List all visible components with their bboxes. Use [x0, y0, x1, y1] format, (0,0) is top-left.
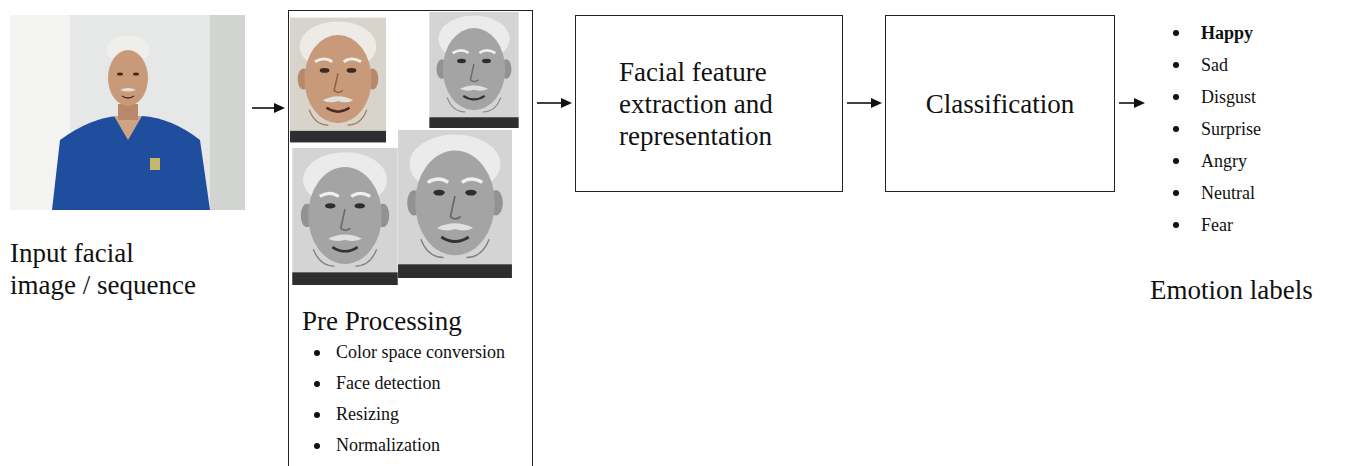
- bullet-dot: [1173, 222, 1179, 228]
- list-caption: Emotion labels: [1148, 274, 1338, 306]
- arrow-head: [561, 98, 572, 108]
- bullet-item: Happy: [1148, 17, 1338, 49]
- box-text-group: Facial feature extraction and representa…: [619, 56, 799, 152]
- bullet-dot: [1173, 62, 1179, 68]
- preprocessing-panel: Pre ProcessingColor space conversionFace…: [288, 10, 533, 466]
- bullet-text: Color space conversion: [336, 337, 505, 368]
- face-grey: [398, 130, 512, 278]
- bullet-text: Surprise: [1201, 113, 1261, 145]
- bullet-dot: [314, 381, 320, 387]
- bullet-item: Normalization: [302, 430, 532, 461]
- bullet-item: Sad: [1148, 49, 1338, 81]
- bullet-text: Face detection: [336, 368, 440, 399]
- arrow-head: [871, 98, 882, 108]
- bullet-item: Face detection: [302, 368, 532, 399]
- arrow-connector: [252, 107, 274, 109]
- bullet-item: Disgust: [1148, 81, 1338, 113]
- input-photo: [10, 15, 245, 210]
- bullet-item: Surprise: [1148, 113, 1338, 145]
- label-list: HappySadDisgustSurpriseAngryNeutralFearE…: [1148, 15, 1338, 306]
- process-box: Classification: [885, 15, 1115, 192]
- bullet-dot: [1173, 190, 1179, 196]
- arrow-connector: [1119, 102, 1134, 104]
- bullet-text: Disgust: [1201, 81, 1256, 113]
- bullet-item: Color space conversion: [302, 337, 532, 368]
- bullet-item: Angry: [1148, 145, 1338, 177]
- input-node: Input facial image / sequence: [8, 15, 248, 301]
- bullet-item: Fear: [1148, 209, 1338, 241]
- bullet-dot: [1173, 94, 1179, 100]
- bullet-item: Neutral: [1148, 177, 1338, 209]
- arrow-head: [274, 103, 285, 113]
- arrow-connector: [537, 102, 561, 104]
- bullet-dot: [314, 443, 320, 449]
- input-caption: Input facial image / sequence: [10, 237, 202, 301]
- bullet-text: Neutral: [1201, 177, 1255, 209]
- photo-space: [8, 15, 248, 237]
- arrow-connector: [847, 102, 871, 104]
- bullet-text: Normalization: [336, 430, 440, 461]
- bullet-item: Resizing: [302, 399, 532, 430]
- bullet-dot: [1173, 126, 1179, 132]
- box-text-group: Classification: [926, 88, 1074, 120]
- bullet-dot: [1173, 158, 1179, 164]
- arrow-head: [1134, 98, 1145, 108]
- bullet-text: Sad: [1201, 49, 1228, 81]
- panel-heading: Pre Processing: [302, 305, 532, 337]
- face-color: [290, 18, 386, 143]
- bullet-dot: [314, 412, 320, 418]
- bullet-dot: [314, 350, 320, 356]
- bullet-text: Resizing: [336, 399, 399, 430]
- bullet-dot: [1173, 30, 1179, 36]
- bullet-text: Angry: [1201, 145, 1247, 177]
- bullet-text: Happy: [1201, 17, 1253, 49]
- process-box: Facial feature extraction and representa…: [575, 15, 843, 192]
- face-grey: [429, 12, 518, 128]
- box-label: Facial feature extraction and representa…: [619, 56, 799, 152]
- box-label: Classification: [926, 88, 1074, 120]
- bullet-text: Fear: [1201, 209, 1233, 241]
- face-grey: [292, 148, 397, 285]
